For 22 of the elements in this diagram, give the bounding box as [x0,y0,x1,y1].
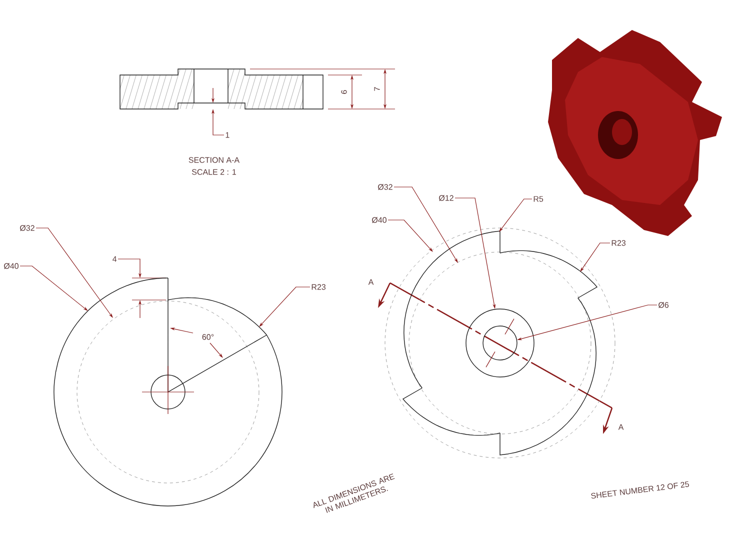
dimension-text: Ø12 [438,195,454,201]
end-view-drawing [54,278,282,506]
dimension-text: Ø40 [4,263,18,269]
dimension-text: 6 [341,90,347,94]
dimension-text: 60° [202,334,214,340]
dimension-text: R23 [612,240,626,246]
dimension-text: 1 [226,132,230,138]
dimension-text: Ø6 [658,302,669,308]
section-view-drawing [120,68,324,110]
dimension-text: R23 [312,284,326,290]
dimension-text: R5 [534,196,544,202]
view-caption: SECTION A-A [188,157,240,163]
dimension-text: Ø32 [20,225,34,231]
dimension-text: 7 [374,87,380,91]
leader-line [388,220,433,252]
dimension-text: Ø32 [378,184,392,190]
leader-line [259,286,310,327]
view-caption: SCALE 2 : 1 [192,169,236,175]
section-letter: A [368,279,374,285]
dimension-text: 4 [112,256,117,262]
note-text: SHEET NUMBER 12 OF 25 [591,481,689,499]
dimension-text: Ø40 [372,217,386,223]
